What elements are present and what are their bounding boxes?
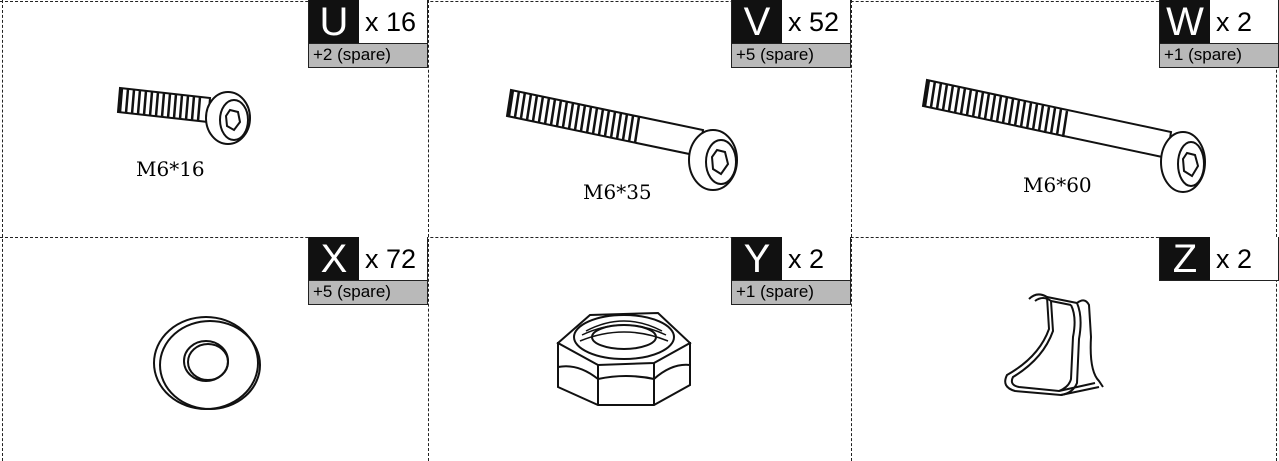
part-size-label: M6*16 — [136, 157, 205, 181]
screw-icon — [921, 78, 1206, 193]
screw-icon — [505, 88, 738, 191]
washer-icon — [153, 316, 261, 410]
spare-count: +5 (spare) — [731, 44, 851, 68]
part-letter: V — [732, 0, 782, 44]
part-cell-u: U x 16 +2 (spare) M6*16 — [0, 0, 428, 237]
part-size-label: M6*35 — [583, 180, 652, 204]
spare-count: +1 (spare) — [1159, 44, 1279, 68]
spare-count: +5 (spare) — [308, 281, 428, 305]
part-cell-z: Z x 2 — [851, 237, 1279, 461]
spare-count: +2 (spare) — [308, 44, 428, 68]
part-badge: X x 72 +5 (spare) — [308, 237, 428, 305]
part-quantity: x 16 — [365, 7, 417, 37]
part-letter: U — [309, 0, 359, 44]
part-badge: Z x 2 — [1159, 237, 1279, 281]
divider — [428, 0, 429, 461]
part-badge: U x 16 +2 (spare) — [308, 0, 428, 68]
clip-icon — [1004, 293, 1104, 397]
part-cell-y: Y x 2 +1 (spare) — [428, 237, 851, 461]
part-cell-v: V x 52 +5 (spare) M6*35 — [428, 0, 851, 237]
part-size-label: M6*60 — [1023, 173, 1092, 197]
part-letter: Y — [732, 237, 782, 281]
part-letter: X — [309, 237, 359, 281]
part-quantity: x 52 — [788, 7, 840, 37]
divider — [2, 0, 3, 461]
divider — [1276, 0, 1277, 461]
divider — [0, 237, 1279, 238]
part-badge: V x 52 +5 (spare) — [731, 0, 851, 68]
part-quantity: x 72 — [365, 244, 417, 274]
divider — [0, 1, 1279, 2]
part-badge: W x 2 +1 (spare) — [1159, 0, 1279, 68]
divider — [851, 0, 852, 461]
part-quantity: x 2 — [1216, 244, 1253, 274]
part-cell-w: W x 2 +1 (spare) M6*60 — [851, 0, 1279, 237]
spare-count: +1 (spare) — [731, 281, 851, 305]
nut-icon — [556, 311, 692, 406]
part-quantity: x 2 — [788, 244, 825, 274]
screw-icon — [116, 86, 251, 145]
part-badge: Y x 2 +1 (spare) — [731, 237, 851, 305]
part-letter: Z — [1160, 237, 1210, 281]
part-letter: W — [1160, 0, 1210, 44]
part-cell-x: X x 72 +5 (spare) — [0, 237, 428, 461]
part-quantity: x 2 — [1216, 7, 1253, 37]
